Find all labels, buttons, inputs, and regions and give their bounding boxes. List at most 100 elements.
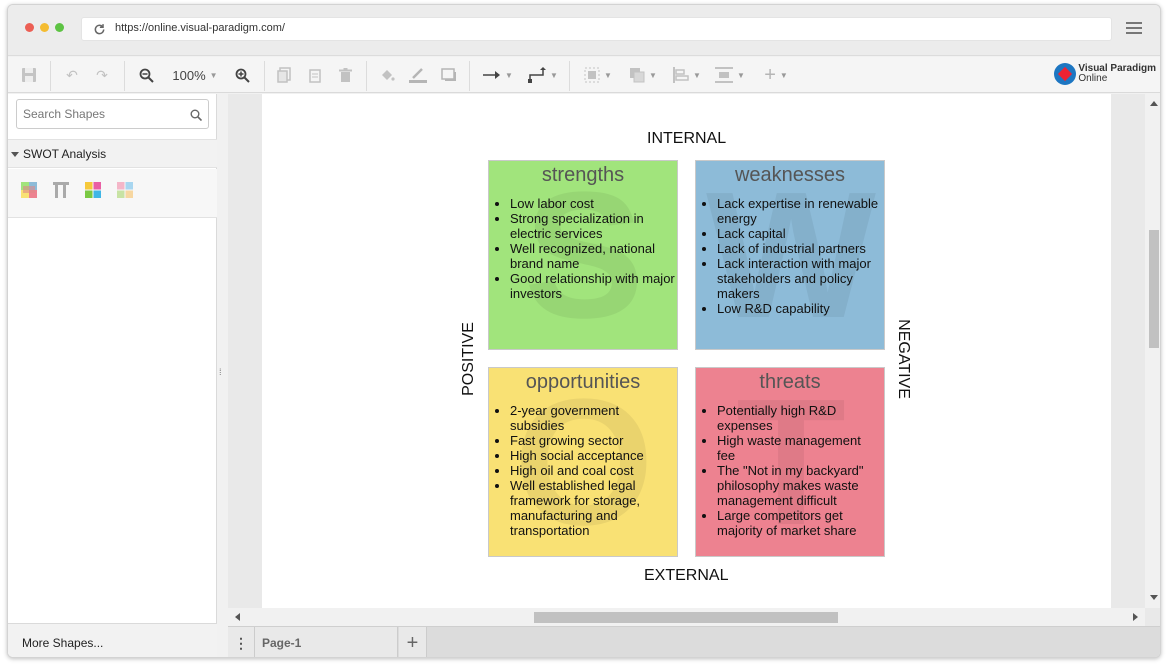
group-dropdown[interactable]: ▼ [580, 64, 616, 86]
delete-icon[interactable] [336, 64, 354, 86]
opportunities-title: opportunities [525, 371, 641, 393]
internal-label[interactable]: INTERNAL [647, 130, 727, 147]
search-icon[interactable] [190, 109, 202, 121]
close-window-button[interactable] [25, 23, 34, 32]
list-item: High oil and coal cost [510, 463, 675, 478]
external-label[interactable]: EXTERNAL [644, 567, 729, 584]
list-item: Good relationship with major investors [510, 271, 675, 301]
chevron-down-icon: ▼ [209, 70, 218, 80]
diagram-page[interactable]: INTERNAL EXTERNAL POSITIVE NEGATIVE S st… [262, 94, 1111, 608]
list-item: Potentially high R&D expenses [717, 403, 882, 433]
distribute-dropdown[interactable]: ▼ [712, 64, 748, 86]
copy-icon[interactable] [275, 64, 293, 86]
chevron-down-icon: ▼ [550, 70, 558, 80]
page-tab-bar: ⋮ Page-1 + [228, 626, 1160, 657]
chevron-down-icon: ▼ [737, 70, 745, 80]
url-text: https://online.visual-paradigm.com/ [115, 22, 285, 34]
weaknesses-box[interactable]: W weaknesses Lack expertise in renewable… [695, 160, 885, 350]
chevron-down-icon: ▼ [693, 70, 701, 80]
align-dropdown[interactable]: ▼ [669, 64, 705, 86]
swot-section-header[interactable]: SWOT Analysis [8, 139, 217, 168]
minimize-window-button[interactable] [40, 23, 49, 32]
visual-paradigm-logo-icon [1054, 63, 1077, 85]
save-icon[interactable] [20, 64, 38, 86]
page-tab-label: Page-1 [262, 636, 302, 650]
zoom-out-icon[interactable] [136, 64, 156, 86]
zoom-level-dropdown[interactable]: 100% ▼ [166, 64, 224, 86]
line-color-icon[interactable] [407, 64, 429, 86]
shape-sidebar: SWOT Analysis More Shapes... [8, 94, 217, 657]
list-item: Strong specialization in electric servic… [510, 211, 675, 241]
browser-window: https://online.visual-paradigm.com/ ↶ ↷ … [7, 4, 1161, 658]
sidebar-resize-handle[interactable]: ⁞ [219, 367, 222, 377]
chevron-down-icon: ▼ [649, 70, 657, 80]
swot-pastel-grid-shape-icon[interactable] [116, 181, 134, 199]
opportunities-watermark: O [513, 367, 654, 557]
horizontal-scrollbar[interactable] [228, 608, 1145, 626]
address-bar[interactable]: https://online.visual-paradigm.com/ [81, 17, 1112, 41]
canvas-area[interactable]: INTERNAL EXTERNAL POSITIVE NEGATIVE S st… [228, 94, 1160, 626]
list-item: High waste management fee [717, 433, 882, 463]
brand-subtitle: Online [1078, 73, 1108, 84]
section-label: SWOT Analysis [23, 147, 107, 161]
redo-icon[interactable]: ↷ [96, 66, 108, 83]
strengths-title: strengths [541, 164, 625, 186]
scroll-left-arrow-icon[interactable] [235, 613, 240, 621]
swot-shape-palette [8, 169, 217, 218]
list-item: Low R&D capability [717, 301, 882, 316]
undo-icon[interactable]: ↶ [66, 66, 78, 83]
scroll-down-arrow-icon[interactable] [1150, 595, 1158, 600]
insert-dropdown[interactable]: + ▼ [764, 63, 788, 86]
paste-icon[interactable] [306, 64, 324, 86]
page-menu-icon[interactable]: ⋮ [228, 627, 255, 657]
list-item: Lack of industrial partners [717, 241, 882, 256]
strengths-box[interactable]: S strengths Low labor cost Strong specia… [488, 160, 678, 350]
scroll-right-arrow-icon[interactable] [1133, 613, 1138, 621]
list-item: High social acceptance [510, 448, 675, 463]
positive-label[interactable]: POSITIVE [460, 322, 477, 396]
horizontal-scroll-thumb[interactable] [534, 612, 838, 623]
connector-style-dropdown[interactable]: ▼ [480, 64, 516, 86]
vertical-scroll-thumb[interactable] [1149, 230, 1159, 348]
brand-name: Visual Paradigm [1078, 63, 1156, 74]
add-page-button[interactable]: + [399, 627, 427, 657]
zoom-in-icon[interactable] [232, 64, 252, 86]
chevron-down-icon: ▼ [505, 70, 513, 80]
fill-color-icon[interactable] [377, 64, 397, 86]
swot-colored-grid-shape-icon[interactable] [84, 181, 102, 199]
more-shapes-button[interactable]: More Shapes... [8, 623, 217, 657]
weaknesses-list: Lack expertise in renewable energy Lack … [717, 196, 882, 316]
list-item: Fast growing sector [510, 433, 675, 448]
search-shapes-input[interactable] [23, 101, 183, 127]
list-item: The "Not in my backyard" philosophy make… [717, 463, 882, 508]
connector-type-dropdown[interactable]: ▼ [525, 64, 561, 86]
vertical-scrollbar[interactable] [1145, 94, 1160, 608]
threats-title: threats [759, 371, 821, 393]
weaknesses-title: weaknesses [734, 164, 846, 186]
reload-icon[interactable] [93, 23, 106, 36]
list-item: Well recognized, national brand name [510, 241, 675, 271]
scroll-up-arrow-icon[interactable] [1150, 101, 1158, 106]
threats-watermark: T [736, 367, 846, 557]
shadow-icon[interactable] [439, 64, 459, 86]
maximize-window-button[interactable] [55, 23, 64, 32]
list-item: Lack expertise in renewable energy [717, 196, 882, 226]
strengths-watermark: S [523, 160, 645, 350]
opportunities-box[interactable]: O opportunities 2-year government subsid… [488, 367, 678, 557]
visual-paradigm-logo[interactable]: Visual Paradigm Online [1054, 63, 1156, 85]
swot-title-shape-icon[interactable] [52, 181, 70, 199]
list-item: Large competitors get majority of market… [717, 508, 882, 538]
search-shapes-box [16, 99, 209, 129]
negative-label[interactable]: NEGATIVE [895, 319, 912, 399]
browser-titlebar: https://online.visual-paradigm.com/ [8, 5, 1160, 56]
list-item: Well established legal framework for sto… [510, 478, 675, 538]
list-item: Low labor cost [510, 196, 675, 211]
browser-menu-icon[interactable] [1126, 22, 1142, 34]
page-tab[interactable]: Page-1 [255, 627, 398, 657]
list-item: Lack interaction with major stakeholders… [717, 256, 882, 301]
list-item: 2-year government subsidies [510, 403, 675, 433]
swot-matrix-shape-icon[interactable] [20, 181, 38, 199]
threats-box[interactable]: T threats Potentially high R&D expenses … [695, 367, 885, 557]
list-item: Lack capital [717, 226, 882, 241]
arrange-dropdown[interactable]: ▼ [625, 64, 661, 86]
